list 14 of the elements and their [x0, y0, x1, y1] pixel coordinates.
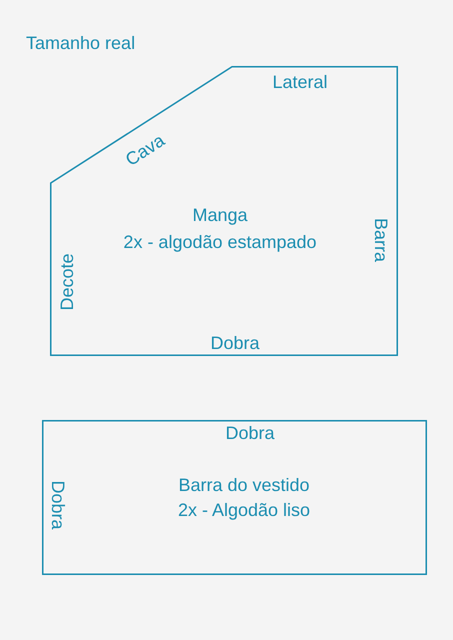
pattern-piece-rectangle — [42, 420, 427, 575]
piece-name: Barra do vestido — [178, 476, 310, 494]
side-label: Cava — [122, 131, 168, 169]
side-label: Dobra — [225, 424, 275, 442]
pattern-piece-outline — [50, 66, 398, 356]
side-label: Dobra — [210, 334, 260, 352]
piece-note: 2x - Algodão liso — [178, 501, 310, 519]
side-label: Lateral — [272, 73, 328, 91]
side-label: Barra — [372, 218, 390, 262]
piece-note: 2x - algodão estampado — [123, 233, 317, 251]
side-label: Decote — [58, 253, 76, 311]
side-label: Dobra — [49, 480, 67, 530]
piece-name: Manga — [192, 206, 248, 224]
title: Tamanho real — [26, 34, 136, 52]
